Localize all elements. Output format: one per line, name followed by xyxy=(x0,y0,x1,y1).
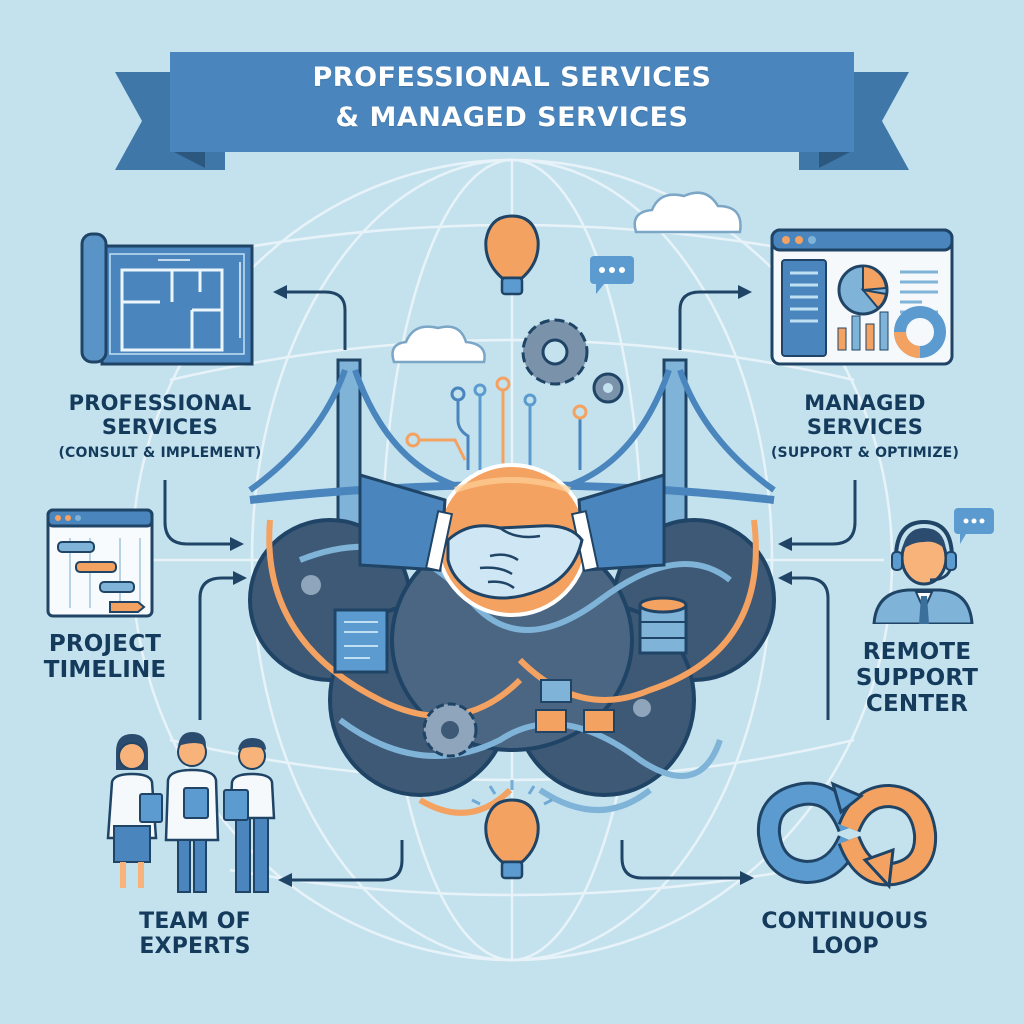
headset-agent-icon xyxy=(872,508,994,624)
gantt-chart-icon xyxy=(46,508,154,618)
cloud-icon xyxy=(391,325,486,364)
folder-icon xyxy=(535,679,615,733)
gear-icon xyxy=(521,318,624,404)
blueprint-icon xyxy=(80,232,254,366)
professional-services-label: PROFESSIONAL SERVICES (CONSULT & IMPLEME… xyxy=(58,391,262,462)
team-of-experts-label: TEAM OF EXPERTS xyxy=(139,909,251,959)
arrow-head xyxy=(273,285,287,299)
dashboard-icon xyxy=(770,228,954,366)
database-icon xyxy=(638,596,688,655)
page-title: PROFESSIONAL SERVICES & MANAGED SERVICES xyxy=(205,58,819,138)
document-icon xyxy=(333,608,389,674)
lightbulb-icon xyxy=(471,780,553,880)
title-banner xyxy=(115,52,909,170)
handshake-icon xyxy=(358,463,666,617)
lightbulb-icon xyxy=(484,214,540,296)
circuit-icon xyxy=(418,390,582,470)
chat-bubble-icon xyxy=(590,256,634,294)
title-line-1: PROFESSIONAL SERVICES xyxy=(312,62,712,93)
continuous-loop-label: CONTINUOUS LOOP xyxy=(761,909,929,959)
remote-support-center-label: REMOTE SUPPORT CENTER xyxy=(855,639,979,717)
managed-services-label: MANAGED SERVICES (SUPPORT & OPTIMIZE) xyxy=(770,391,960,462)
team-icon xyxy=(106,732,276,893)
cloud-icon xyxy=(633,191,742,234)
infinity-loop-icon xyxy=(756,781,938,890)
project-timeline-label: PROJECT TIMELINE xyxy=(43,631,167,683)
title-line-2: & MANAGED SERVICES xyxy=(335,102,689,133)
